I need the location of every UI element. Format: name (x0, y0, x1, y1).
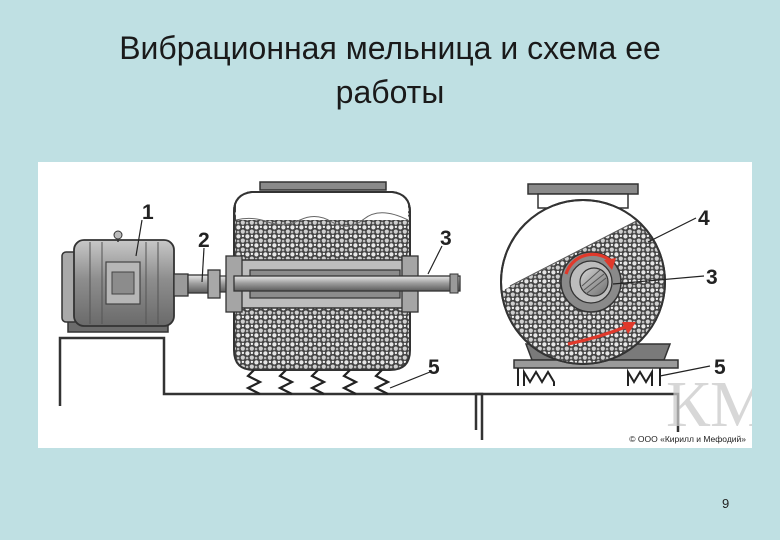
label-springs-cross: 5 (714, 356, 726, 379)
label-shaft-cross: 3 (706, 266, 718, 289)
slide-title-line-1: Вибрационная мельница и схема ее (119, 30, 661, 66)
label-springs-side: 5 (428, 356, 440, 379)
slide-title-line-2: работы (335, 74, 445, 110)
label-drum-fill: 4 (698, 207, 710, 230)
springs-cross (517, 368, 661, 386)
label-shaft-side: 3 (440, 227, 452, 250)
leader-lines-side (135, 219, 443, 389)
publisher-watermark-logo: КМ (666, 368, 752, 441)
motor-stand (58, 336, 484, 440)
rotation-arrows (564, 252, 636, 346)
mill-diagram-svg: 1 2 3 5 (58, 181, 752, 441)
mill-diagram: 1 2 3 5 (38, 162, 752, 448)
label-coupling: 2 (198, 229, 210, 252)
slide-title: Вибрационная мельница и схема ее работы (0, 26, 780, 114)
base-stand (474, 392, 680, 432)
copyright-notice: © ООО «Кирилл и Мефодий» (629, 434, 746, 444)
springs-side (245, 369, 391, 395)
electric-motor (61, 230, 189, 333)
label-motor: 1 (142, 201, 154, 224)
leader-lines-cross (612, 217, 711, 377)
page-number: 9 (722, 496, 730, 511)
eccentric-shaft-side (233, 273, 461, 294)
